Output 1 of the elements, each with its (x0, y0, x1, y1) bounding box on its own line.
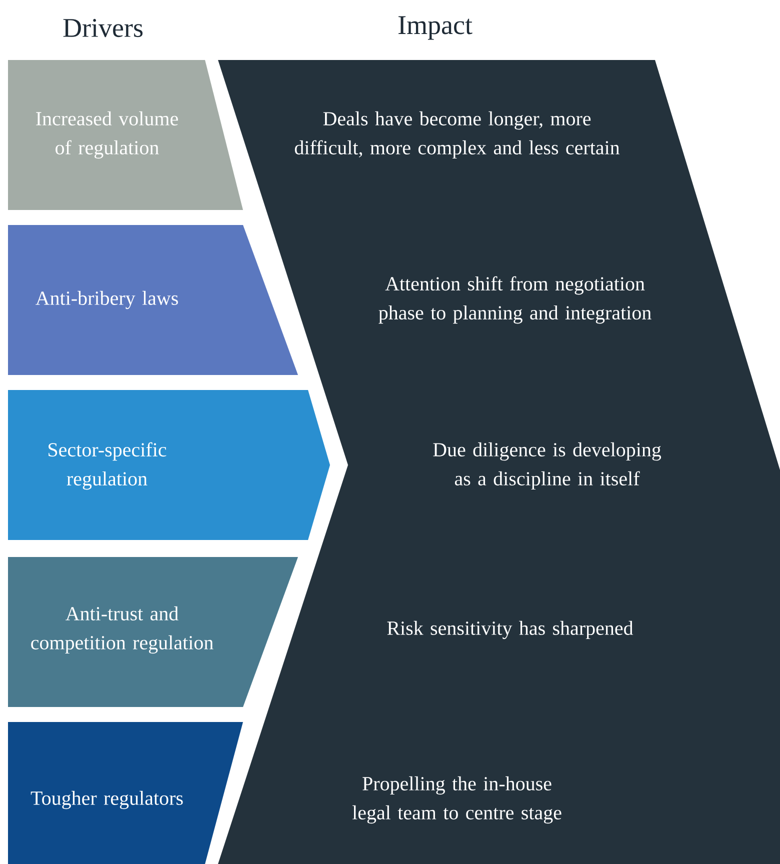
column-heading: Drivers (63, 18, 143, 38)
